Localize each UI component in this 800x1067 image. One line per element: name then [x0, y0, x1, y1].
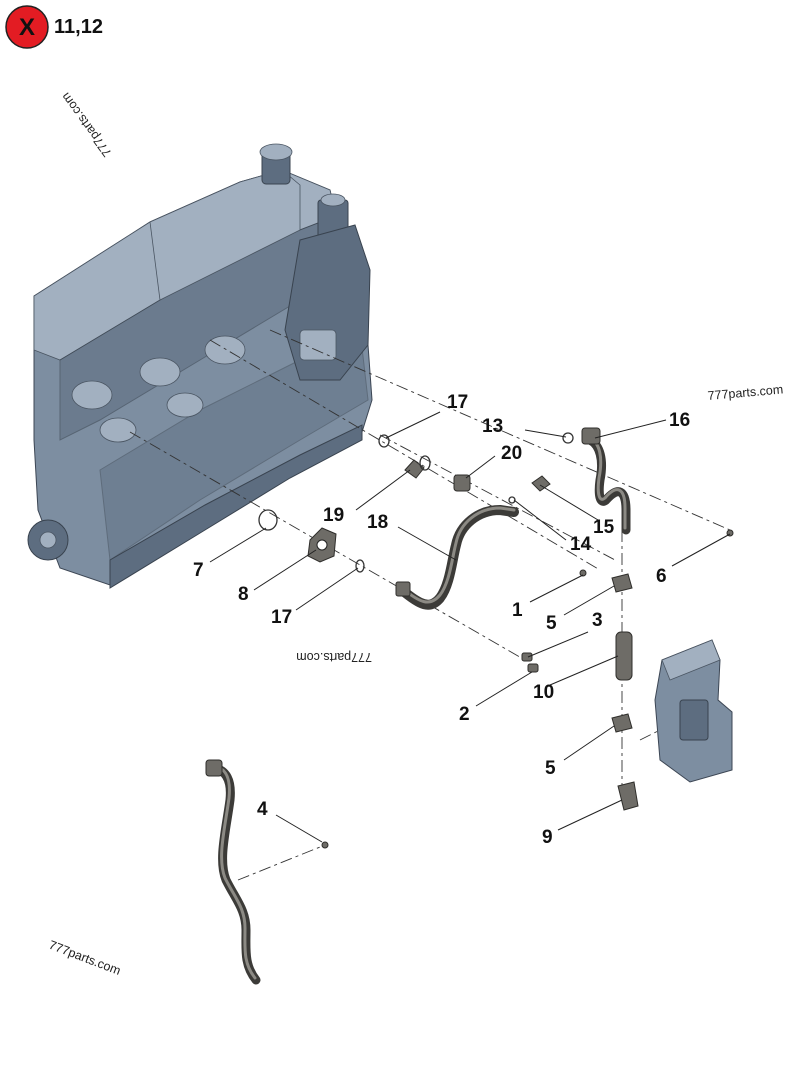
callout-label[interactable]: 4 — [257, 799, 268, 820]
leader-lines — [209, 411, 731, 843]
o-ring-lower — [355, 559, 365, 573]
callout-label[interactable]: 5 — [546, 613, 557, 634]
callout-label[interactable]: 17 — [447, 392, 468, 413]
callout-label[interactable]: 20 — [501, 443, 522, 464]
bolt-4 — [321, 841, 329, 849]
watermark-right: 777parts.com — [707, 382, 784, 403]
oil-tube — [397, 505, 519, 610]
hose — [615, 631, 633, 681]
fitting-2 — [527, 663, 539, 673]
bolt-1 — [579, 569, 587, 577]
callout-label[interactable]: 13 — [482, 416, 503, 437]
callout-label[interactable]: 2 — [459, 704, 470, 725]
o-ring-large — [258, 509, 278, 531]
o-ring-upper — [378, 434, 390, 448]
callout-label[interactable]: 19 — [323, 505, 344, 526]
clamp-upper — [611, 573, 633, 593]
callout-label[interactable]: 1 — [512, 600, 523, 621]
callout-labels: 17 13 16 20 19 18 15 14 7 6 8 1 17 5 3 1… — [193, 392, 690, 848]
elbow-oring — [419, 455, 431, 471]
sealing-ring — [562, 432, 574, 444]
callout-label[interactable]: 6 — [656, 566, 667, 587]
fitting-3 — [521, 652, 533, 662]
close-badge-icon[interactable] — [5, 5, 49, 49]
alignment-lines — [129, 329, 731, 881]
watermark-top-left: 777parts.com — [59, 90, 115, 159]
callout-label[interactable]: 14 — [570, 534, 592, 555]
callout-label[interactable]: 9 — [542, 827, 553, 848]
callout-label[interactable]: 10 — [533, 682, 554, 703]
callout-label[interactable]: 7 — [193, 560, 204, 581]
callout-label[interactable]: 8 — [238, 584, 249, 605]
callout-label[interactable]: 15 — [593, 517, 615, 538]
watermark-center: 777parts.com — [296, 650, 372, 664]
clamp-lower — [611, 713, 633, 733]
callout-label[interactable]: 18 — [367, 512, 388, 533]
header: X 11,12 — [5, 5, 103, 49]
lower-elbow — [617, 781, 639, 811]
sleeve — [453, 474, 471, 492]
callout-label[interactable]: 17 — [271, 607, 292, 628]
callout-label[interactable]: 5 — [545, 758, 556, 779]
adapter-fitting — [531, 475, 551, 492]
engine-block-illustration — [27, 143, 373, 589]
watermark-bottom-left: 777parts.com — [47, 938, 123, 978]
parts — [205, 427, 734, 985]
page-title: 11,12 — [54, 16, 103, 38]
small-washer — [508, 496, 516, 504]
callout-label[interactable]: 16 — [669, 410, 690, 431]
callout-label[interactable]: 3 — [592, 610, 603, 631]
close-badge-label: X — [19, 14, 35, 41]
drain-tube — [209, 763, 261, 985]
elbow-fitting — [404, 459, 425, 479]
